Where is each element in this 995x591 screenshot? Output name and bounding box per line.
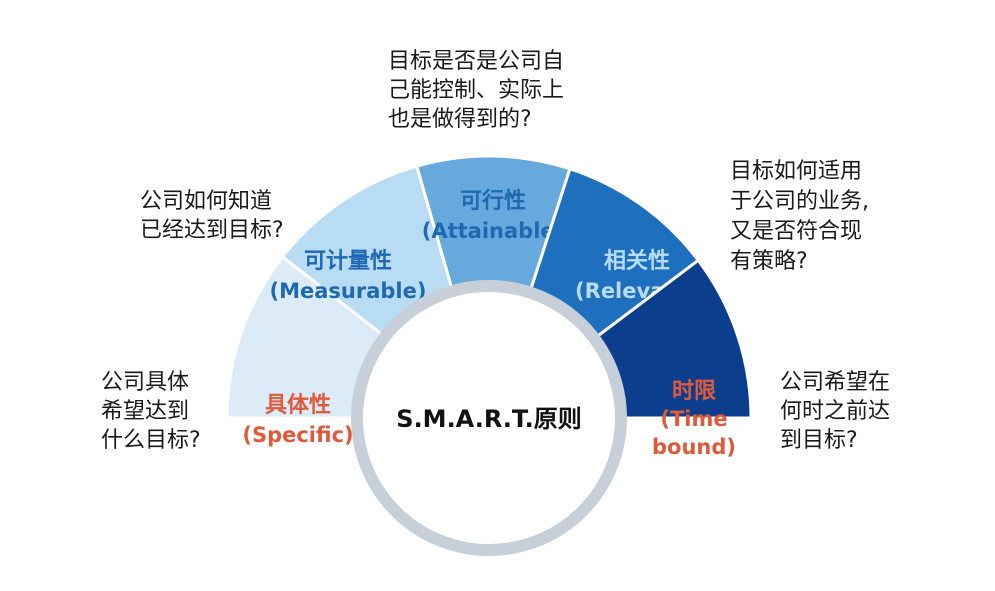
question-line-relevant: 于公司的业务, — [730, 189, 869, 214]
question-line-attainable: 己能控制、实际上 — [388, 78, 564, 103]
question-line-relevant: 目标如何适用 — [730, 159, 862, 184]
question-line-attainable: 也是做得到的? — [388, 107, 532, 132]
question-line-relevant: 有策略? — [730, 249, 808, 274]
segment-subtitle-time-bound: bound) — [652, 435, 736, 459]
center-label: S.M.A.R.T.原则 — [396, 405, 581, 433]
segment-subtitle-attainable: (Attainable) — [422, 219, 565, 243]
question-line-specific: 希望达到 — [101, 399, 189, 424]
question-line-relevant: 又是否符合现 — [730, 219, 862, 244]
segment-title-measurable: 可计量性 — [304, 249, 392, 274]
question-line-measurable: 公司如何知道 — [140, 189, 272, 214]
question-line-specific: 公司具体 — [101, 370, 189, 395]
segments-layer: 具体性 (Specific) 可计量性 (Measurable) 可行性 (Attaina… — [225, 154, 753, 459]
segment-title-specific: 具体性 — [265, 393, 331, 418]
segment-subtitle-time-bound: (Time — [660, 407, 727, 431]
center-layer: S.M.A.R.T.原则 — [351, 280, 627, 556]
segment-title-attainable: 可行性 — [460, 188, 526, 214]
center-disc — [363, 292, 615, 544]
question-line-time-bound: 何时之前达 — [780, 399, 890, 424]
segment-subtitle-measurable: (Measurable) — [270, 279, 427, 303]
segment-subtitle-specific: (Specific) — [242, 423, 353, 447]
segment-title-time-bound: 时限 — [672, 379, 716, 404]
question-line-time-bound: 到目标? — [780, 428, 858, 453]
question-line-measurable: 已经达到目标? — [140, 218, 284, 243]
question-line-specific: 什么目标? — [101, 428, 201, 453]
segment-title-relevant: 相关性 — [604, 249, 670, 274]
question-line-attainable: 目标是否是公司自 — [388, 49, 564, 74]
question-line-time-bound: 公司希望在 — [780, 370, 890, 395]
